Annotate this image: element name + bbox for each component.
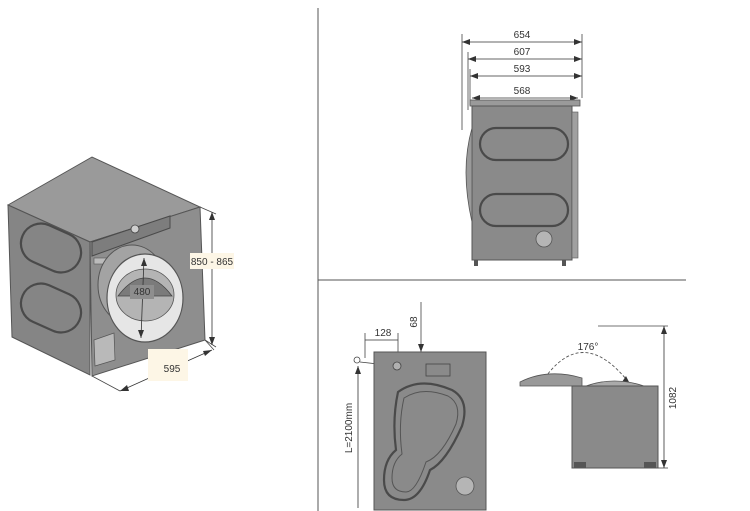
machine-side-face	[7, 204, 91, 376]
dim-label-607: 607	[514, 47, 531, 58]
arrow-654-left	[462, 39, 470, 45]
arrow-568-right	[570, 95, 578, 101]
door-label-bg	[130, 285, 154, 299]
inlet-valve-icon	[392, 361, 402, 371]
dim-label-654: 654	[514, 30, 531, 41]
arrow-68	[418, 344, 424, 352]
arrow-654-right	[574, 39, 582, 45]
vent-grille	[425, 363, 451, 377]
side-body	[471, 105, 573, 261]
drain-port-icon	[535, 230, 553, 248]
arrow-607-left	[468, 56, 476, 62]
depth-extension-front	[91, 375, 121, 392]
height-arrow-bottom	[209, 337, 215, 345]
arrow-607-right	[574, 56, 582, 62]
rear-panel-inner	[391, 391, 459, 493]
top-view: 654 607 593 568	[461, 30, 583, 266]
open-door-right	[585, 380, 645, 387]
height-1082-label: 1082	[668, 386, 679, 409]
open-door-left	[519, 373, 583, 387]
side-panel-outline-top	[19, 222, 83, 274]
depth-label-box	[148, 349, 188, 381]
depth-extension-back	[204, 339, 215, 351]
height-1082-arrow-bottom	[661, 460, 667, 468]
dim-label-593: 593	[514, 64, 531, 75]
door-view-body	[571, 385, 659, 469]
arrow-568-left	[472, 95, 480, 101]
arrow-593-right	[574, 73, 582, 79]
door-diameter-label: 480	[134, 287, 151, 298]
door-angle-label: 176°	[578, 342, 599, 353]
service-panel	[93, 332, 116, 367]
dim-label-128: 128	[375, 328, 392, 339]
side-panel-bottom	[478, 192, 570, 228]
depth-arrow-back	[203, 350, 212, 356]
rear-view: 128 68 L=2100mm	[344, 302, 487, 511]
door-view-foot-left	[574, 462, 586, 468]
hose-length-label: L=2100mm	[344, 403, 355, 453]
door-view-foot-right	[644, 462, 656, 468]
depth-label: 595	[164, 364, 181, 375]
dim-label-68: 68	[409, 316, 420, 328]
height-label: 850 - 865	[191, 257, 234, 268]
height-extension-top	[199, 206, 217, 215]
hose-arrow-top	[355, 366, 361, 374]
hose-connector-icon	[353, 356, 361, 364]
door-diameter-arrow-top	[141, 258, 147, 266]
top-lid	[469, 99, 581, 107]
arrow-593-left	[470, 73, 478, 79]
control-panel	[91, 215, 171, 257]
dim-label-568: 568	[514, 86, 531, 97]
depth-arrow-front	[120, 385, 129, 391]
door-bulge	[465, 127, 473, 223]
height-1082-arrow-top	[661, 326, 667, 334]
side-panel-outline-bottom	[19, 282, 83, 334]
rear-drain-icon	[455, 476, 475, 496]
rear-panel-outline	[382, 382, 466, 502]
height-label-box	[190, 253, 234, 269]
height-arrow-top	[209, 212, 215, 220]
height-extension-bottom	[204, 339, 217, 348]
foot-front	[474, 260, 478, 266]
rear-cover	[571, 111, 579, 259]
foot-back	[562, 260, 566, 266]
control-knob-icon	[130, 224, 140, 234]
perspective-view: 480 850 - 865 595	[6, 156, 234, 392]
door-open-view: 176° 1082	[519, 325, 679, 469]
side-panel-top	[478, 126, 570, 162]
door-diameter-arrow-bottom	[138, 330, 144, 338]
